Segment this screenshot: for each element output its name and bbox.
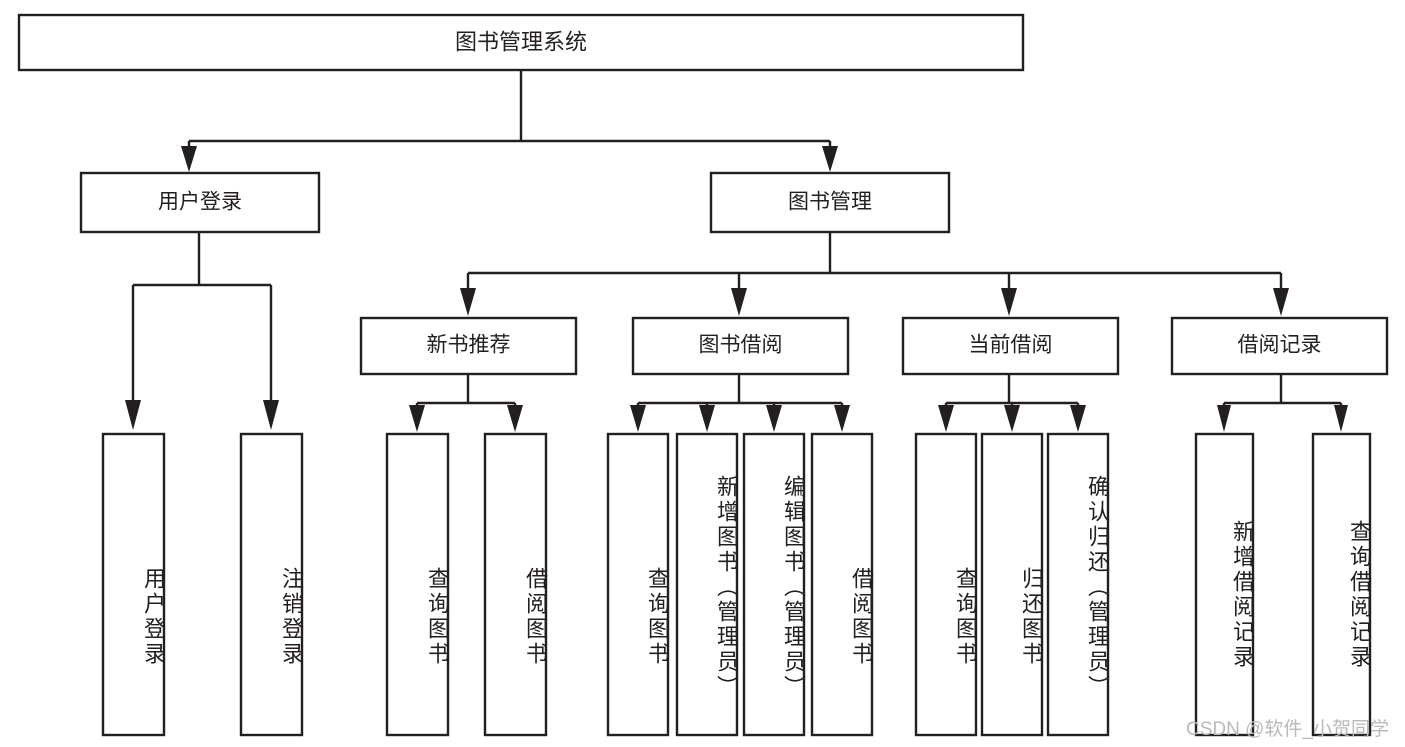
node-borrow-record[interactable]: 借阅记录 (1170, 316, 1389, 376)
node-user-login-box[interactable] (79, 171, 321, 234)
node-root-label: 图书管理系统 (455, 29, 587, 54)
node-current-borrow-label: 当前借阅 (969, 334, 1053, 357)
node-root-box[interactable] (17, 13, 1025, 72)
node-current-borrow[interactable]: 当前借阅 (901, 316, 1120, 376)
node-user-login-label: 用户登录 (158, 191, 242, 214)
arrow-leaf-logout (263, 400, 279, 430)
arrow-borrowrecord (1273, 288, 1289, 316)
node-book-manage-label: 图书管理 (788, 191, 872, 214)
arrow-leaf-query-book-3 (938, 405, 954, 432)
leaf-box-add-record[interactable] (1194, 432, 1255, 737)
leaf-box-borrow-book-1[interactable] (483, 432, 548, 737)
arrow-user-login (181, 146, 197, 172)
leaf-box-edit-book[interactable] (742, 432, 806, 737)
arrow-leaf-query-book-2 (630, 405, 646, 432)
node-borrow-record-label: 借阅记录 (1238, 334, 1322, 357)
node-book-manage-box[interactable] (709, 171, 951, 234)
node-book-borrow-box[interactable] (631, 316, 850, 376)
node-root[interactable]: 图书管理系统 (17, 13, 1025, 72)
leaf-box-add-book[interactable] (675, 432, 739, 737)
arrow-leaf-borrow-book-1 (507, 405, 523, 432)
arrow-leaf-edit-book (766, 405, 782, 432)
arrow-leaf-add-record (1217, 405, 1231, 432)
arrow-newbook (460, 288, 476, 316)
leaf-box-borrow-book-2[interactable] (810, 432, 874, 737)
leaf-box-return-book[interactable] (980, 432, 1044, 737)
leaf-box-query-book-2[interactable] (606, 432, 670, 737)
arrow-leaf-borrow-book-2 (834, 405, 850, 432)
node-new-book-recommend[interactable]: 新书推荐 (359, 316, 578, 376)
connector-group (125, 70, 1348, 432)
leaf-box-user-login[interactable] (101, 432, 166, 737)
node-book-manage[interactable]: 图书管理 (709, 171, 951, 234)
leaf-box-query-book-3[interactable] (914, 432, 978, 737)
node-new-book-recommend-label: 新书推荐 (427, 334, 511, 357)
node-new-book-recommend-box[interactable] (359, 316, 578, 376)
leaf-box-query-record[interactable] (1311, 432, 1372, 737)
arrow-currentborrow (1001, 288, 1017, 316)
arrow-leaf-query-record (1334, 405, 1348, 432)
arrow-leaf-return-book (1004, 405, 1020, 432)
arrow-book-manage (822, 146, 838, 172)
node-current-borrow-box[interactable] (901, 316, 1120, 376)
node-borrow-record-box[interactable] (1170, 316, 1389, 376)
csdn-watermark: CSDN @软件_小贺同学 (1186, 719, 1389, 740)
arrow-leaf-query-book-1 (409, 405, 425, 432)
leaf-box-query-book-1[interactable] (385, 432, 450, 737)
arrow-bookborrow (731, 288, 747, 316)
node-user-login[interactable]: 用户登录 (79, 171, 321, 234)
leaf-box-confirm-return[interactable] (1046, 432, 1110, 737)
node-book-borrow[interactable]: 图书借阅 (631, 316, 850, 376)
leaf-box-logout[interactable] (239, 432, 304, 737)
node-book-borrow-label: 图书借阅 (699, 334, 783, 357)
arrow-leaf-user-login (125, 400, 141, 430)
arrow-leaf-confirm-return (1070, 405, 1086, 432)
arrow-leaf-add-book (699, 405, 715, 432)
